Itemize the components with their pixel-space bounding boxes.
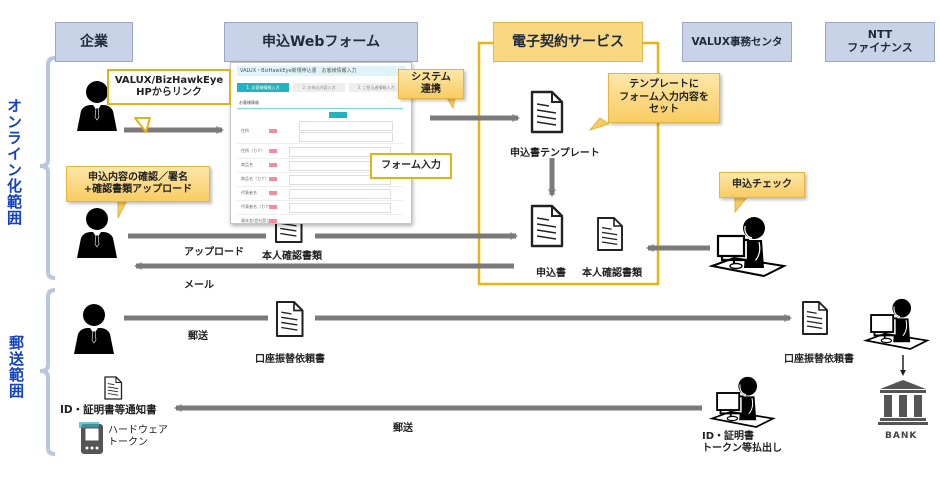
label-postal-send-2: 郵送 (393, 423, 413, 434)
label-issue-line2: トークン等払出し (702, 443, 782, 454)
callout-application-check-text: 申込チェック (732, 178, 792, 190)
form-row: 住所（カナ） (237, 145, 403, 159)
online-scope-bracket (39, 56, 56, 280)
header-web-form-label: 申込Webフォーム (261, 33, 381, 50)
callout-system-link-line2: 連携 (421, 84, 441, 95)
callout-system-link-line1: システム (411, 71, 451, 83)
callout-template-set-line1: テンプレートに (629, 79, 699, 91)
callout-template-set: テンプレートに フォーム入力内容を セット (608, 73, 720, 123)
callout-confirm-sign-line2: +確認書類アップロード (83, 184, 193, 195)
label-id-documents: 本人確認書類 (582, 268, 642, 279)
header-e-contract: 電子契約サービス (493, 22, 643, 62)
label-hardware-token-line2: トークン (108, 437, 148, 448)
form-step-3: 3. ご担当者情報入力 (349, 83, 403, 92)
form-row: 資本金/会社設立 (237, 215, 403, 223)
callout-hp-link-line2: HPからリンク (136, 87, 202, 98)
form-section-title: お客様情報 (239, 100, 259, 105)
web-form-screenshot: VALUX・BizHawkEye新規申込書 お客様情報入力 1. お客様情報入力… (230, 62, 412, 224)
form-search-button (329, 112, 347, 118)
label-id-cert-notice: ID・証明書等通知書 (60, 404, 157, 416)
label-upload: アップロード (184, 247, 244, 258)
e-contract-frame (477, 41, 660, 286)
hardware-token-icon (79, 422, 103, 454)
label-application-template: 申込書テンプレート (510, 148, 600, 159)
label-id-documents-upload: 本人確認書類 (262, 251, 322, 262)
id-notice-doc-icon (104, 376, 123, 400)
callout-tail-app-check (734, 195, 750, 214)
label-account-transfer-form: 口座振替依頼書 (255, 354, 325, 365)
label-postal-send-1: 郵送 (188, 331, 208, 342)
form-title: VALUX・BizHawkEye新規申込書 お客様情報入力 (237, 66, 405, 76)
company-person-icon-postal (73, 303, 115, 355)
callout-hp-link: VALUX/BizHawkEye HPからリンク (107, 69, 231, 105)
label-issue: ID・証明書 トークン等払出し (702, 431, 782, 455)
header-company-label: 企業 (80, 33, 108, 50)
id-document-icon-econtract (597, 217, 623, 251)
callout-hp-link-line1: VALUX/BizHawkEye (114, 74, 224, 86)
callout-tail-template-set (588, 117, 611, 131)
callout-application-check: 申込チェック (719, 172, 805, 198)
company-person-icon-upload (76, 207, 118, 259)
callout-confirm-sign: 申込内容の確認／署名 +確認書類アップロード (66, 166, 210, 202)
valux-operator-icon-issue (711, 375, 775, 428)
label-mail: メール (184, 280, 214, 291)
label-hardware-token: ハードウェア トークン (108, 425, 168, 449)
callout-system-link: システム 連携 (398, 69, 464, 99)
account-transfer-doc-icon-ntt (802, 301, 828, 335)
form-step-2: 2. お申込内容入力 (293, 83, 345, 92)
scope-label-postal: 郵送範囲 (7, 335, 25, 399)
postal-scope-bracket (39, 288, 56, 456)
callout-template-set-line2: フォーム入力内容を (619, 91, 709, 103)
header-web-form: 申込Webフォーム (224, 22, 418, 62)
template-document-icon (530, 90, 564, 134)
label-application-form: 申込書 (536, 268, 566, 279)
header-valux-center-label: VALUX事務センタ (691, 35, 783, 48)
application-document-icon (530, 204, 564, 248)
form-row: 代表者名 (237, 187, 403, 201)
ntt-operator-icon (865, 297, 929, 350)
form-step-1: 1. お客様情報入力 (237, 83, 289, 92)
label-issue-line1: ID・証明書 (702, 431, 755, 442)
label-bank: BANK (885, 431, 918, 441)
valux-operator-icon-check (710, 215, 786, 278)
callout-template-set-line3: セット (649, 104, 679, 116)
form-row: 住所 (237, 119, 403, 144)
header-ntt-finance-line2: ファイナンス (847, 41, 913, 54)
scope-label-online: オンライン化範囲 (5, 98, 23, 226)
bank-icon (878, 380, 928, 425)
callout-form-input-text: フォーム入力 (381, 159, 441, 171)
header-ntt-finance: NTT ファイナンス (825, 22, 935, 62)
callout-form-input: フォーム入力 (370, 153, 452, 179)
callout-confirm-sign-line1: 申込内容の確認／署名 (88, 171, 188, 183)
header-e-contract-label: 電子契約サービス (512, 33, 624, 50)
header-company: 企業 (55, 22, 133, 62)
form-row: 代表者名（カナ） (237, 201, 403, 215)
form-row: 商品名（カナ） (237, 173, 403, 187)
header-ntt-finance-line1: NTT (867, 28, 893, 42)
account-transfer-doc-icon (275, 300, 304, 338)
label-account-transfer-form-ntt: 口座振替依頼書 (784, 354, 854, 365)
header-valux-center: VALUX事務センタ (682, 22, 792, 62)
callout-tail-hp-link (134, 117, 151, 133)
label-hardware-token-line1: ハードウェア (108, 425, 168, 436)
